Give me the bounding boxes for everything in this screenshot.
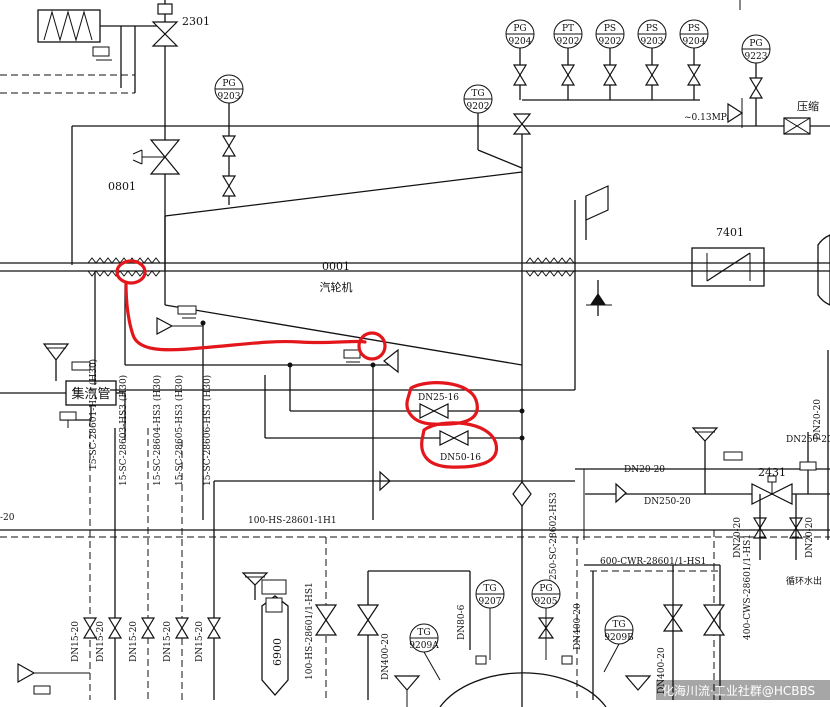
drain-line-label-4: 15-SC-28606-HS3 (H30) bbox=[202, 375, 213, 486]
lower-process-lines: -20 100-HS-28601-1H1 600-CWR-28601/1-HS1 bbox=[0, 481, 830, 700]
instrument-tg-9202[interactable]: TG 9202 bbox=[463, 84, 523, 169]
edge-label: -20 bbox=[0, 513, 15, 523]
lower-instruments: TG 9207 PG 9205 TG 9209A TG 9209B bbox=[409, 579, 634, 707]
dn50-label: DN50-16 bbox=[440, 453, 481, 463]
instrument-tg-9207[interactable]: TG 9207 bbox=[475, 579, 505, 660]
turbine-tag: 0001 bbox=[322, 260, 350, 273]
instrument-tg-9209a[interactable]: TG 9209A bbox=[409, 623, 441, 681]
dn250-label-b: DN250-20 bbox=[644, 497, 691, 507]
svg-text:9204: 9204 bbox=[509, 37, 532, 47]
instrument-pg-9203[interactable]: PG 9203 bbox=[214, 74, 244, 205]
line-600-cwr-label: 600-CWR-28601/1-HS1 bbox=[600, 557, 706, 567]
dn20-label-a: DN20-20 bbox=[624, 465, 665, 475]
instrument-tg-9209b[interactable]: TG 9209B bbox=[603, 615, 634, 673]
line-100-hs-label: 100-HS-28601-1H1 bbox=[248, 516, 337, 526]
svg-text:9204: 9204 bbox=[683, 37, 706, 47]
instrument-ps-9202[interactable]: PS 9202 bbox=[595, 19, 625, 100]
valve-dn25-16[interactable]: DN25-16 bbox=[418, 393, 459, 419]
lower-valves: DN80-6 DN400-20 DN400-20 DN400-20 bbox=[17, 565, 726, 707]
svg-text:9209A: 9209A bbox=[409, 641, 439, 651]
svg-text:PG: PG bbox=[513, 24, 526, 34]
dashed-signal-lines-top-left bbox=[0, 74, 135, 94]
watermark: 化海川流·工业社群@HCBBS bbox=[656, 680, 830, 700]
dn80-label: DN80-6 bbox=[457, 604, 467, 640]
pg-9203-tag: 9203 bbox=[218, 92, 241, 102]
dn400-label-1: DN400-20 bbox=[381, 633, 391, 680]
header-name: 集汽管 bbox=[71, 386, 110, 402]
dn20-label-b: DN20-20 bbox=[813, 399, 823, 440]
dn15-valve-3[interactable]: DN15-20 bbox=[129, 617, 156, 662]
instrument-row-top: PG 9204 PT 9202 PS 9202 bbox=[463, 0, 830, 169]
flag-indicator bbox=[585, 185, 612, 316]
dn400-label-2: DN400-20 bbox=[573, 603, 583, 650]
compressor-label: 压缩 bbox=[797, 100, 819, 113]
svg-text:TG: TG bbox=[612, 620, 625, 630]
solenoid-actuator bbox=[37, 9, 158, 93]
watermark-text: 化海川流·工业社群@HCBBS bbox=[662, 683, 815, 698]
svg-text:9223: 9223 bbox=[745, 52, 768, 62]
svg-text:TG: TG bbox=[483, 584, 496, 594]
instrument-ps-9204[interactable]: PS 9204 bbox=[679, 19, 709, 100]
drain-line-label-5: 400-CWS-28601/1-HS1 bbox=[743, 534, 753, 640]
instrument-pg-9205[interactable]: PG 9205 bbox=[531, 579, 561, 660]
steam-header[interactable]: 集汽管 bbox=[0, 343, 125, 428]
red-annotation-marks bbox=[115, 259, 499, 469]
svg-text:PS: PS bbox=[646, 24, 658, 34]
drain-line-label-2: 15-SC-28604-HS3 (H30) bbox=[152, 375, 163, 486]
instrument-ps-9203[interactable]: PS 9203 bbox=[637, 19, 667, 100]
dn400-label-3: DN400-20 bbox=[657, 647, 667, 694]
svg-text:PG: PG bbox=[539, 584, 552, 594]
svg-text:TG: TG bbox=[471, 89, 484, 99]
dn15-valve-2[interactable]: DN15-20 bbox=[96, 617, 123, 662]
dn15-label-2: DN15-20 bbox=[96, 621, 106, 662]
svg-text:PT: PT bbox=[562, 24, 574, 34]
svg-text:9203: 9203 bbox=[641, 37, 664, 47]
valve-0801-label: 0801 bbox=[108, 180, 136, 193]
dn15-label-3: DN15-20 bbox=[129, 621, 139, 662]
svg-text:PG: PG bbox=[749, 39, 762, 49]
valve-2431-label: 2431 bbox=[758, 466, 786, 479]
drain-line-label-1: 15-SC-28603-HS3 (H30) bbox=[118, 375, 129, 486]
heat-exchanger-7401[interactable]: 7401 bbox=[691, 226, 830, 306]
dn25-label: DN25-16 bbox=[418, 393, 459, 403]
drain-line-label-8: 100-HS-28601/1-HS1 bbox=[305, 582, 315, 680]
drain-branch-lines bbox=[124, 320, 525, 520]
pressure-label: ~0.13MPa bbox=[684, 113, 732, 123]
svg-text:9202: 9202 bbox=[557, 37, 580, 47]
dn15-label-5: DN15-20 bbox=[195, 621, 205, 662]
dn15-valve-5[interactable]: DN15-20 bbox=[195, 617, 222, 662]
pg-9203-type: PG bbox=[222, 79, 235, 89]
turbine-name: 汽轮机 bbox=[320, 280, 353, 294]
svg-text:9202: 9202 bbox=[467, 102, 490, 112]
dn15-valve-1[interactable]: DN15-20 bbox=[71, 617, 98, 662]
instrument-pt-9202[interactable]: PT 9202 bbox=[553, 19, 583, 100]
valve-2301-label: 2301 bbox=[182, 15, 210, 28]
circ-water-label: 循环水出 bbox=[786, 575, 822, 587]
heat-exchanger-label: 7401 bbox=[716, 226, 744, 239]
vessel-6900[interactable]: 6900 bbox=[241, 572, 289, 696]
valve-dn50-16[interactable]: DN50-16 bbox=[439, 430, 481, 463]
dn250-label-a: DN250-20 bbox=[786, 435, 830, 445]
instrument-pg-9223[interactable]: PG 9223 bbox=[741, 34, 771, 126]
svg-text:9207: 9207 bbox=[479, 597, 502, 607]
svg-text:9205: 9205 bbox=[535, 597, 558, 607]
svg-text:PS: PS bbox=[604, 24, 616, 34]
instrument-pg-9204[interactable]: PG 9204 bbox=[505, 19, 535, 100]
drain-valve-group: 15-SC-28603-HS3 (H30) 15-SC-28604-HS3 (H… bbox=[71, 359, 753, 700]
svg-text:TG: TG bbox=[417, 628, 430, 638]
vessel-label: 6900 bbox=[271, 638, 284, 666]
dn15-label-4: DN15-20 bbox=[163, 621, 173, 662]
valve-0801[interactable]: 0801 bbox=[108, 139, 181, 193]
svg-text:PS: PS bbox=[688, 24, 700, 34]
valve-2301[interactable]: 2301 bbox=[151, 0, 210, 270]
drain-line-label-3: 15-SC-28605-HS3 (H30) bbox=[174, 375, 185, 486]
dn15-valve-4[interactable]: DN15-20 bbox=[163, 617, 190, 662]
small-instrument-tags bbox=[156, 305, 399, 374]
drain-line-label-7: 15-SC-28601-HS3 (H30) bbox=[88, 359, 99, 470]
svg-text:9202: 9202 bbox=[599, 37, 622, 47]
svg-text:9209B: 9209B bbox=[604, 633, 634, 643]
dn15-label-1: DN15-20 bbox=[71, 621, 81, 662]
drain-line-label-6: 250-SC-28602-HS3 bbox=[549, 492, 559, 580]
